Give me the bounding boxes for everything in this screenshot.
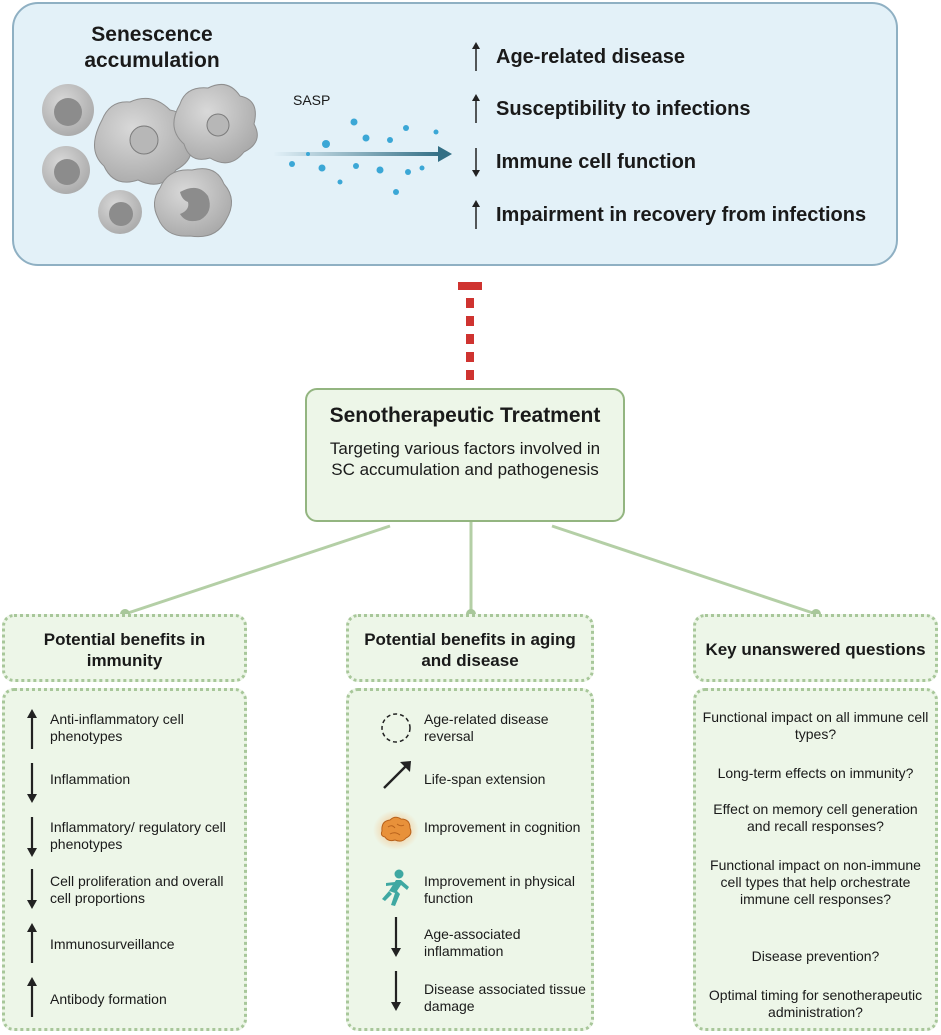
up-arrow-icon: [472, 200, 480, 229]
aging-item: Improvement in physical function: [424, 873, 575, 906]
inhibition-bar: [458, 282, 482, 290]
senescence-title: Senescence accumulation: [84, 23, 220, 72]
question-item: Long-term effects on immunity?: [717, 765, 914, 781]
aging-item: Age-related disease reversal: [424, 711, 549, 744]
sasp-particle: [376, 166, 384, 174]
sasp-particle: [289, 161, 295, 167]
aging-item: Disease associated tissue damage: [424, 981, 586, 1014]
down-arrow-icon: [391, 971, 401, 1011]
treatment-title: Senotherapeutic Treatment: [329, 404, 601, 427]
aging-item: Age-associated inflammation: [424, 926, 521, 959]
immunity-item: Inflammation: [50, 771, 131, 787]
up-arrow-icon: [27, 709, 37, 749]
inhibition-dash: [466, 316, 474, 326]
immunity-item: Antibody formation: [50, 991, 167, 1007]
sasp-particle: [403, 125, 409, 131]
questions-heading: Key unanswered questions: [705, 640, 926, 659]
sasp-particle: [405, 169, 411, 175]
cell-small-3-nucleus: [109, 202, 133, 226]
question-item: Functional impact on all immune cell typ…: [702, 709, 929, 742]
effect-label: Age-related disease: [496, 45, 685, 68]
questions-heading-box: Key unanswered questions: [693, 614, 938, 682]
immunity-item: Anti-inflammatory cell phenotypes: [50, 711, 184, 744]
aging-item: Life-span extension: [424, 771, 546, 787]
sasp-particle: [350, 118, 358, 126]
down-arrow-icon: [472, 148, 480, 177]
sasp-particle: [362, 134, 370, 142]
sasp-particle: [419, 165, 425, 171]
up-arrow-icon: [27, 977, 37, 1017]
sasp-particle: [318, 164, 326, 172]
branch-connectors: [124, 522, 817, 616]
effect-row: Immune cell function: [470, 147, 696, 177]
running-person-icon: [382, 869, 409, 906]
immunity-item: Inflammatory/ regulatory cell phenotypes: [50, 819, 226, 852]
effect-label: Susceptibility to infections: [496, 97, 751, 120]
immunity-item: Cell proliferation and overall cell prop…: [50, 873, 224, 906]
down-arrow-icon: [27, 763, 37, 803]
aging-item: Improvement in cognition: [424, 819, 581, 835]
inhibition-dash: [466, 298, 474, 308]
effect-label: Impairment in recovery from infections: [496, 203, 867, 226]
immunity-list-box: Anti-inflammatory cell phenotypes Inflam…: [2, 688, 247, 1031]
cell-large-1-nucleus: [129, 125, 159, 155]
sasp-particle: [337, 179, 343, 185]
sasp-arrow-head: [438, 146, 452, 162]
up-arrow-icon: [27, 923, 37, 963]
sasp-secretion-arrow: [273, 118, 452, 195]
question-item: Optimal timing for senotherapeutic admin…: [708, 987, 923, 1020]
sasp-label: SASP: [293, 92, 331, 108]
brain-icon: [373, 810, 419, 850]
cell-large-3-nucleus: [180, 187, 210, 222]
aging-list-box: Age-related disease reversal Life-span e…: [346, 688, 594, 1031]
effect-label: Immune cell function: [496, 150, 697, 173]
sasp-particle: [353, 163, 359, 169]
reversal-circle-icon: [381, 713, 411, 743]
sasp-particle: [433, 129, 439, 135]
up-arrow-icon: [472, 94, 480, 123]
down-arrow-icon: [391, 917, 401, 957]
treatment-description: Targeting various factors involved in SC…: [329, 439, 601, 479]
question-item: Effect on memory cell generation and rec…: [713, 801, 918, 834]
aging-heading-box: Potential benefits in aging and disease: [346, 614, 594, 682]
effect-row: Susceptibility to infections: [470, 94, 750, 124]
question-item: Disease prevention?: [751, 948, 880, 964]
sasp-particle: [306, 152, 310, 156]
sasp-arrow-shaft: [273, 152, 441, 156]
cell-small-1-nucleus: [54, 98, 82, 126]
down-arrow-icon: [27, 817, 37, 857]
effect-row: Age-related disease: [470, 42, 685, 72]
questions-list-box: Functional impact on all immune cell typ…: [693, 688, 938, 1031]
sasp-particle: [322, 140, 330, 148]
connector-line-left: [124, 524, 391, 616]
immunity-item: Immunosurveillance: [50, 936, 175, 952]
sasp-particle: [393, 189, 399, 195]
inhibition-dash: [466, 334, 474, 344]
connector-line-right: [551, 524, 817, 616]
inhibition-dash: [466, 352, 474, 362]
diagonal-arrow-icon: [383, 761, 411, 789]
down-arrow-icon: [27, 869, 37, 909]
treatment-box: Senotherapeutic Treatment Targeting vari…: [305, 388, 625, 522]
effect-row: Impairment in recovery from infections: [470, 200, 866, 230]
senescent-cells-illustration: [42, 83, 258, 238]
immunity-heading: Potential benefits in immunity: [43, 630, 206, 670]
sasp-particle: [387, 137, 393, 143]
cell-large-2-nucleus: [206, 113, 230, 137]
immunity-heading-box: Potential benefits in immunity: [2, 614, 247, 682]
up-arrow-icon: [472, 42, 480, 71]
inhibition-dash: [466, 370, 474, 380]
question-item: Functional impact on non-immune cell typ…: [710, 857, 921, 907]
aging-heading: Potential benefits in aging and disease: [364, 630, 576, 670]
cell-small-2-nucleus: [54, 159, 80, 185]
